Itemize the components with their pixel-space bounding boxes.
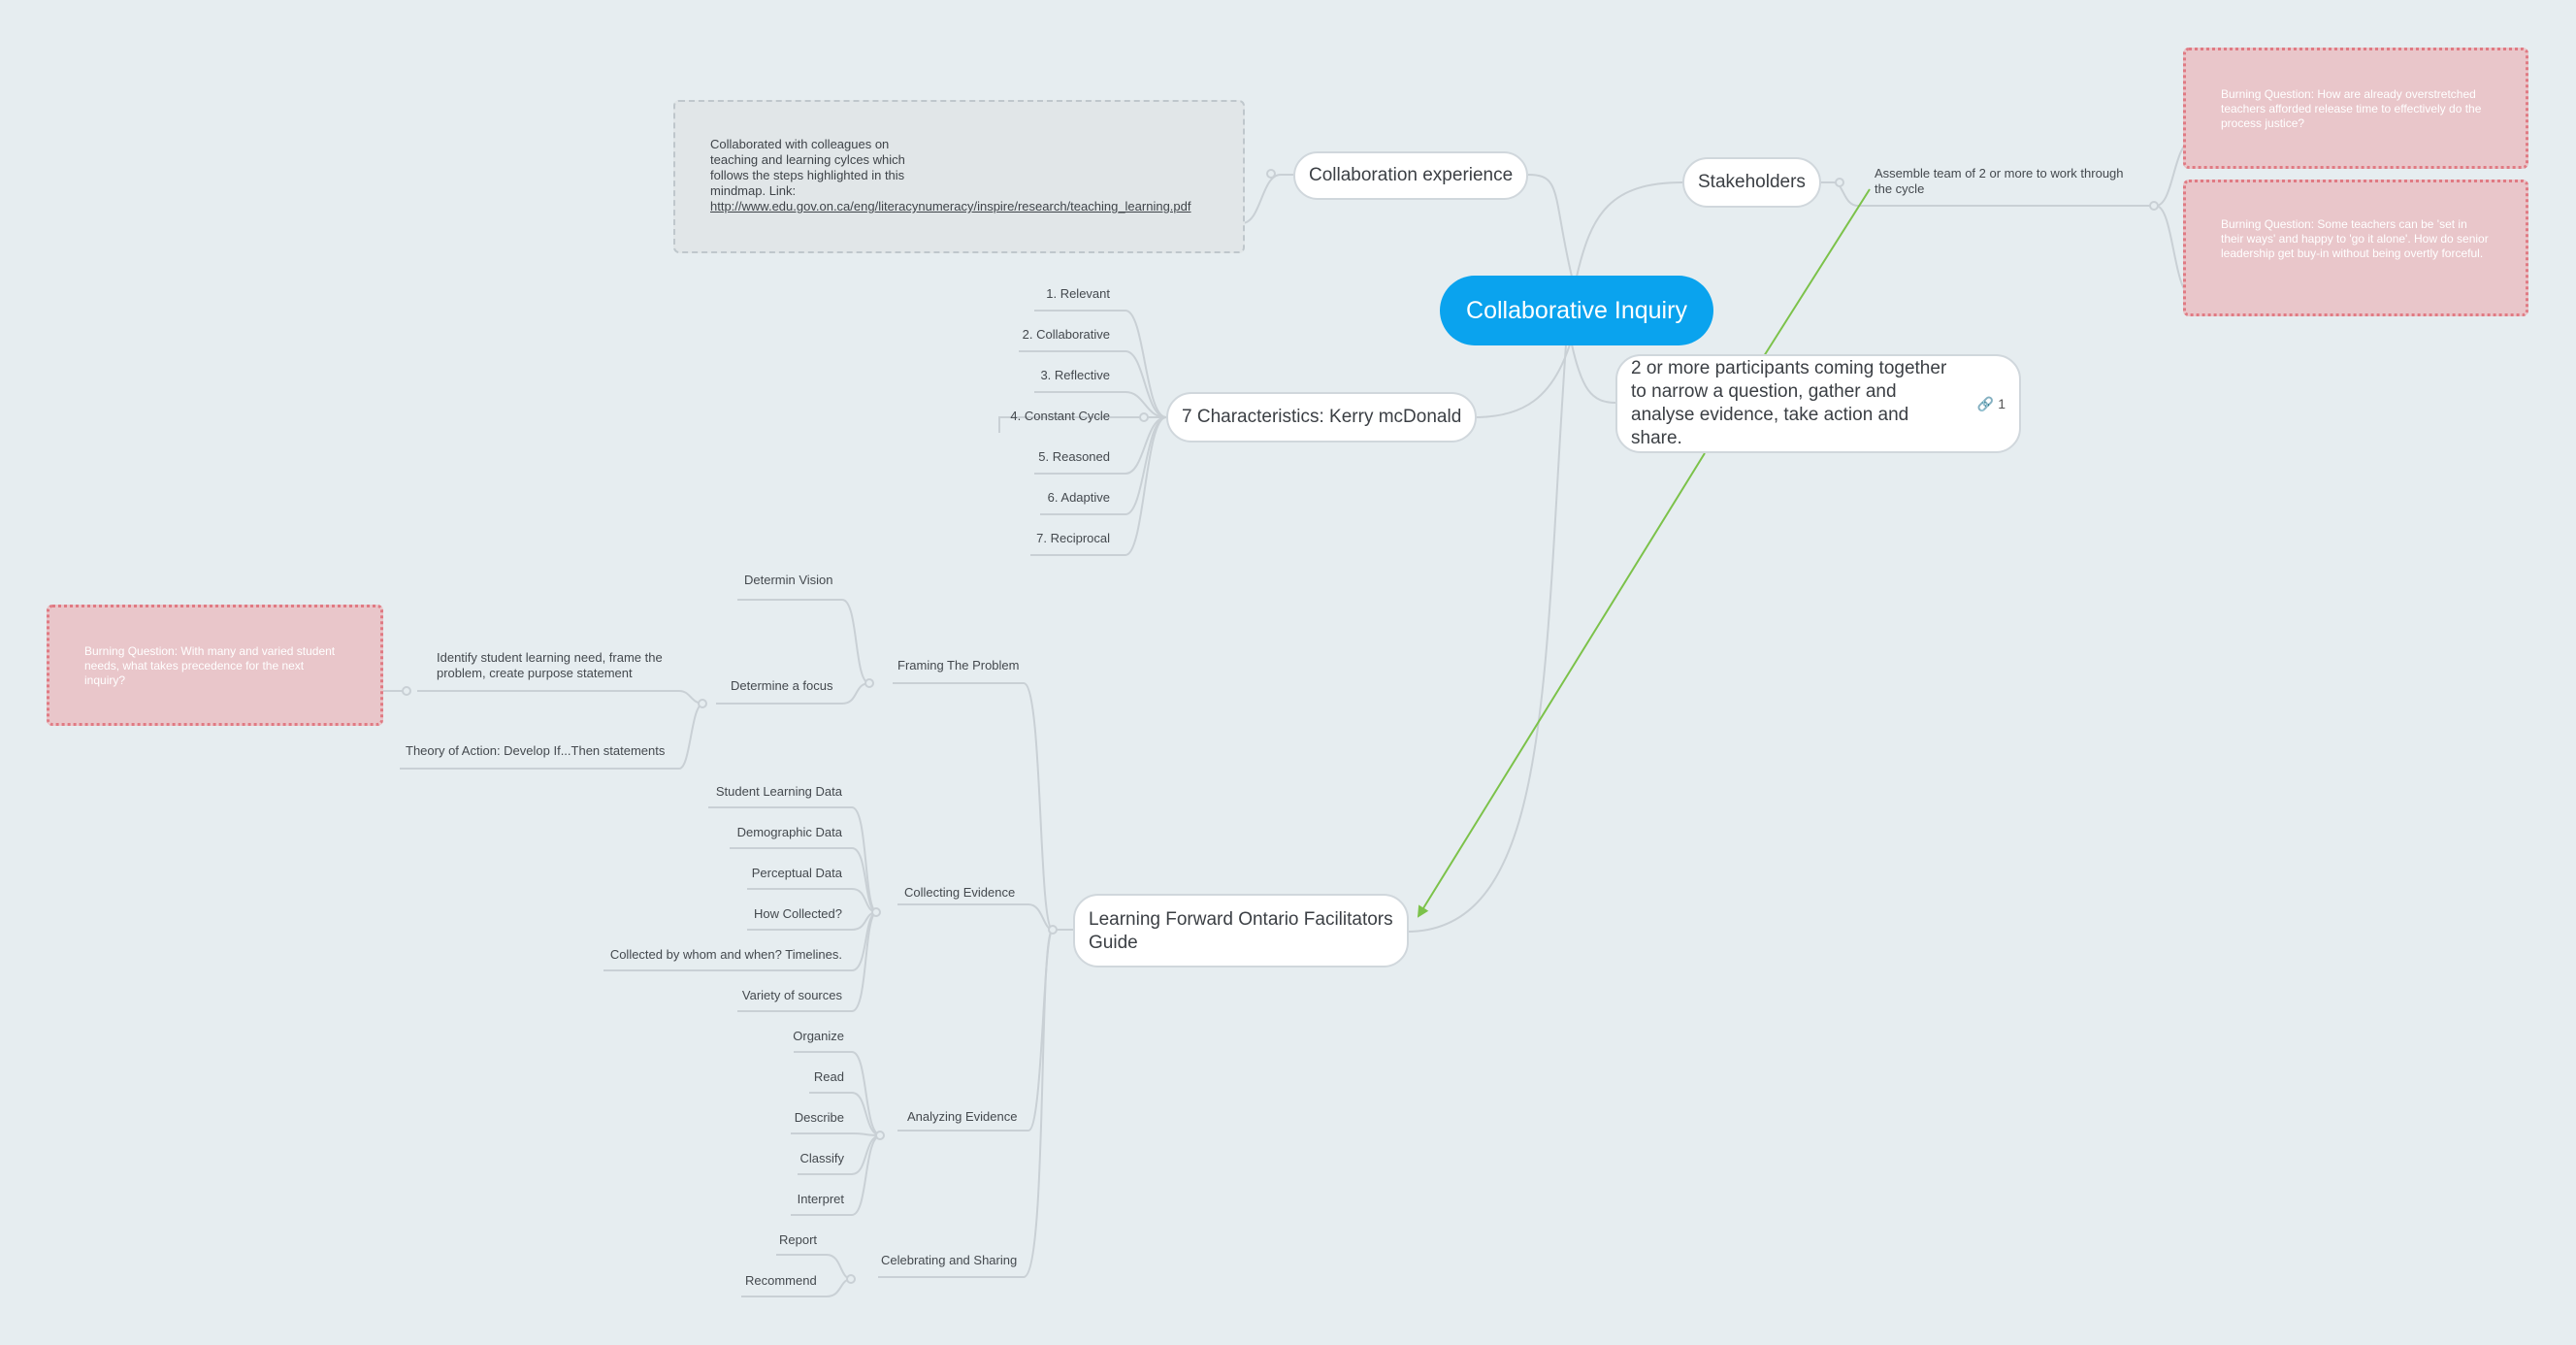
celebrating-sharing-subtopic[interactable]: Celebrating and Sharing [881,1253,1018,1267]
facilitators-guide-topic[interactable]: Learning Forward Ontario Facilitators Gu… [1073,894,1409,968]
collaboration-experience-topic[interactable]: Collaboration experience [1293,151,1529,200]
link-line-char-2 [1019,350,1167,418]
collapse-dot-identify[interactable] [402,686,411,696]
branch-line-definition [1571,344,1616,404]
collapse-dot-collaboration[interactable] [1266,169,1276,179]
characteristic-item[interactable]: 2. Collaborative [1022,327,1110,342]
link-line-assemble [1814,181,2156,207]
determine-vision-subtopic[interactable]: Determin Vision [744,573,833,587]
collapse-dot-collecting[interactable] [871,907,881,917]
link-icon[interactable]: 🔗 1 [1976,396,2005,411]
collapse-dot-stakeholders[interactable] [1835,178,1844,187]
burning-question-precedence[interactable]: Burning Question: With many and varied s… [47,605,383,726]
determine-focus-subtopic[interactable]: Determine a focus [731,678,833,693]
collecting-evidence-item[interactable]: Demographic Data [736,825,842,839]
definition-text: 2 or more participants coming together t… [1631,358,1947,448]
relationship-arrow[interactable] [1418,188,1871,916]
analyzing-evidence-item[interactable]: Interpret [797,1192,844,1206]
collecting-evidence-item[interactable]: Perceptual Data [751,866,842,880]
celebrating-item[interactable]: Recommend [745,1273,817,1288]
link-line-framing [893,682,1073,931]
analyzing-evidence-item[interactable]: Organize [793,1029,844,1043]
link-line-identify [417,690,704,705]
collapse-dot-characteristics[interactable] [1139,412,1149,422]
burning-question-buy-in[interactable]: Burning Question: Some teachers can be '… [2183,180,2528,316]
collecting-evidence-item[interactable]: Student Learning Data [715,784,842,799]
identify-learning-need-subtopic[interactable]: Identify student learning need, frame th… [437,650,663,680]
collecting-evidence-item[interactable]: Collected by whom and when? Timelines. [609,947,842,962]
branch-line-stakeholders [1576,181,1683,278]
root-topic[interactable]: Collaborative Inquiry [1440,276,1713,345]
collapse-dot-guide[interactable] [1048,925,1058,935]
link-line-vision [737,599,870,684]
characteristic-item[interactable]: 1. Relevant [1046,286,1110,301]
collecting-evidence-item[interactable]: Variety of sources [741,988,842,1002]
characteristic-item[interactable]: 4. Constant Cycle [1010,409,1110,423]
theory-of-action-subtopic[interactable]: Theory of Action: Develop If...Then stat… [406,743,666,758]
link-line-char-1 [1034,310,1167,418]
link-line-ana-5 [791,1134,882,1216]
collapse-dot-assemble[interactable] [2149,201,2159,211]
definition-topic[interactable]: 2 or more participants coming together t… [1615,354,2021,453]
link-line-char-5 [1034,416,1167,475]
branch-line-guide [1406,344,1567,933]
analyzing-evidence-subtopic[interactable]: Analyzing Evidence [907,1109,1018,1124]
link-line-char-4 [998,416,1166,433]
collapse-dot-framing[interactable] [864,678,874,688]
link-line-ana-3 [791,1132,882,1136]
characteristic-item[interactable]: 3. Reflective [1040,368,1110,382]
branch-line-characteristics [1474,344,1571,418]
collapse-dot-focus[interactable] [698,699,707,708]
collapse-dot-celebrating[interactable] [846,1274,856,1284]
link-line-celebrating [878,929,1073,1278]
characteristic-item[interactable]: 5. Reasoned [1038,449,1110,464]
analyzing-evidence-item[interactable]: Read [813,1069,844,1084]
framing-problem-subtopic[interactable]: Framing The Problem [897,658,1020,672]
link-line-col-6 [737,911,878,1012]
link-line-col-1 [708,806,878,913]
burning-question-release-time[interactable]: Burning Question: How are already overst… [2183,48,2528,169]
analyzing-evidence-item[interactable]: Describe [794,1110,844,1125]
collapse-dot-analyzing[interactable] [875,1131,885,1140]
celebrating-item[interactable]: Report [779,1232,818,1247]
collecting-evidence-subtopic[interactable]: Collecting Evidence [904,885,1016,900]
stakeholders-assemble-subtopic[interactable]: Assemble team of 2 or more to work throu… [1875,166,2124,196]
stakeholders-topic[interactable]: Stakeholders [1682,157,1821,208]
characteristic-item[interactable]: 7. Reciprocal [1036,531,1110,545]
link-line-char-7 [1030,416,1167,556]
link-count: 1 [1998,396,2005,411]
analyzing-evidence-item[interactable]: Classify [799,1151,844,1165]
characteristic-item[interactable]: 6. Adaptive [1047,490,1110,505]
collaboration-note[interactable]: Collaborated with colleagues on teaching… [673,100,1245,253]
collecting-evidence-item[interactable]: How Collected? [753,906,842,921]
collaboration-note-link[interactable]: http://www.edu.gov.on.ca/eng/literacynum… [710,199,1191,213]
branch-line-collaboration [1527,174,1573,278]
link-line-note [1241,174,1293,224]
collaboration-note-text: Collaborated with colleagues on teaching… [710,137,905,198]
characteristics-topic[interactable]: 7 Characteristics: Kerry mcDonald [1166,392,1478,443]
